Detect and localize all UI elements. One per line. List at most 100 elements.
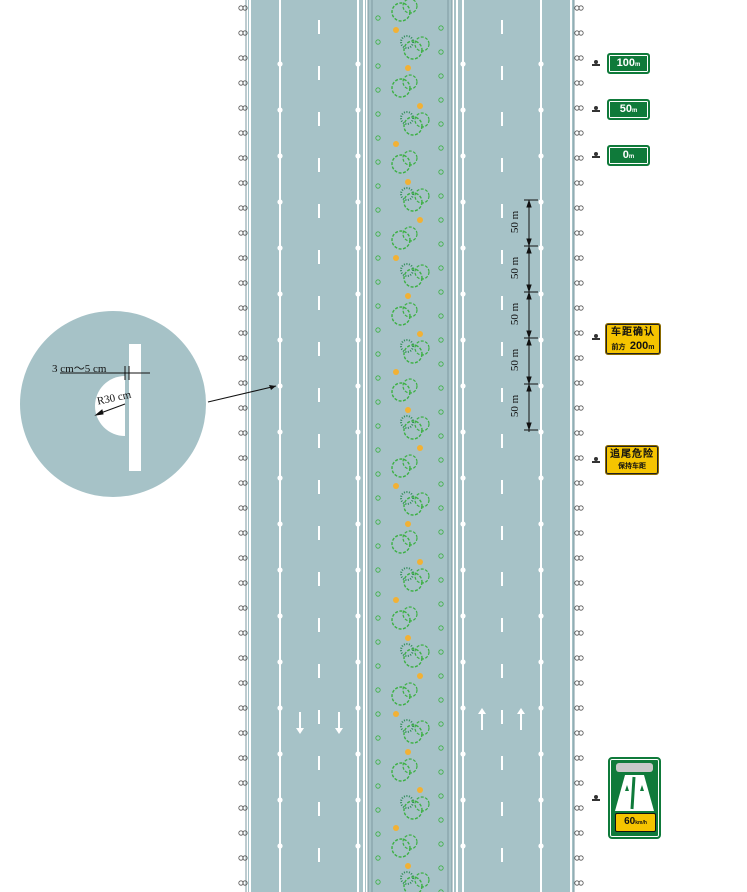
median-tree (391, 230, 411, 250)
median-shrub-small (375, 87, 381, 93)
median-tree (414, 416, 430, 432)
median-shrub-small (375, 783, 381, 789)
spacing-label-3: 50 m (509, 302, 522, 326)
confirmation-dot (355, 475, 361, 481)
median-shrub-small (375, 615, 381, 621)
distance-sign-unit: m (628, 154, 635, 160)
guardrail-post (574, 355, 580, 361)
guardrail-post (574, 855, 580, 861)
guardrail-post (578, 555, 584, 561)
median-tree (402, 74, 418, 90)
guardrail-post (242, 855, 248, 861)
confirm-sign-prefix: 前方 (611, 344, 626, 351)
median-tree (402, 682, 418, 698)
median-tree (391, 534, 411, 554)
median-tree (391, 154, 411, 174)
confirmation-dot (460, 475, 466, 481)
median-tree (403, 116, 423, 136)
warning-sign-title: 追尾危险 (610, 449, 654, 460)
median-flower (393, 27, 399, 33)
guardrail-post (578, 105, 584, 111)
guardrail-post (578, 80, 584, 86)
guardrail-post (578, 405, 584, 411)
guardrail-post (578, 705, 584, 711)
guardrail-post (574, 180, 580, 186)
guardrail-post (242, 530, 248, 536)
median-tree (414, 264, 430, 280)
guardrail-post (578, 830, 584, 836)
confirmation-dot (355, 567, 361, 573)
confirmation-dot (355, 337, 361, 343)
median-tree (402, 834, 418, 850)
median-shrub-small (438, 553, 444, 559)
median-shrub-small (438, 361, 444, 367)
median-tree (403, 192, 423, 212)
guardrail-post (574, 830, 580, 836)
distance-sign-unit: m (631, 108, 638, 114)
median-tree (403, 268, 423, 288)
guardrail-post (242, 80, 248, 86)
median-tree (402, 150, 418, 166)
median-shrub-small (438, 721, 444, 727)
guardrail-post (574, 555, 580, 561)
guardrail-post (574, 405, 580, 411)
median-flower (417, 445, 423, 451)
guardrail-post (578, 5, 584, 11)
median-tree (403, 344, 423, 364)
median-shrub-small (375, 543, 381, 549)
confirmation-dot (277, 613, 283, 619)
median-flower (405, 863, 411, 869)
sign-post-100m (592, 60, 600, 70)
median-planting (375, 0, 444, 892)
median-shrub-small (438, 241, 444, 247)
median-palm (400, 795, 414, 809)
guardrail-post (242, 30, 248, 36)
median-shrub-small (438, 121, 444, 127)
guardrail-post (242, 830, 248, 836)
guardrail-post (242, 505, 248, 511)
guardrail-post (242, 755, 248, 761)
median-shrub-small (438, 481, 444, 487)
distance-sign-50m: 50m (607, 99, 650, 120)
median-shrub-small (375, 759, 381, 765)
median-shrub-small (438, 97, 444, 103)
confirm-sign-unit: m (648, 344, 655, 351)
median-shrub-small (375, 711, 381, 717)
guardrail-post (578, 580, 584, 586)
median-flower (405, 407, 411, 413)
guardrail-post (578, 455, 584, 461)
confirmation-dot (277, 383, 283, 389)
guardrail-post (574, 805, 580, 811)
confirmation-dot (277, 475, 283, 481)
median-tree (414, 872, 430, 888)
confirmation-dot (538, 153, 544, 159)
confirmation-dot (277, 107, 283, 113)
guardrail-post (574, 55, 580, 61)
solid-lane-lines (279, 0, 542, 892)
median-tree (391, 838, 411, 858)
median-flower (393, 141, 399, 147)
confirm-sign-distance: 前方 200m (606, 338, 660, 354)
guardrail-post (242, 155, 248, 161)
sign-post-confirm (592, 334, 600, 344)
median-palm (400, 415, 414, 429)
median-shrub-small (375, 735, 381, 741)
confirmation-dot (277, 659, 283, 665)
confirmation-dot (460, 751, 466, 757)
guardrail-post (578, 730, 584, 736)
confirmation-dot (277, 521, 283, 527)
confirmation-dot (460, 659, 466, 665)
median-palm (400, 111, 414, 125)
median-tree (414, 188, 430, 204)
median-flower (393, 711, 399, 717)
median-tree (391, 686, 411, 706)
median-flower (417, 787, 423, 793)
confirmation-dot (538, 337, 544, 343)
median-palm (400, 339, 414, 353)
confirmation-dot (460, 383, 466, 389)
median-shrub-small (438, 385, 444, 391)
guardrail-post (242, 305, 248, 311)
guardrail-post (574, 705, 580, 711)
median-tree (403, 876, 423, 892)
confirmation-dot (277, 797, 283, 803)
